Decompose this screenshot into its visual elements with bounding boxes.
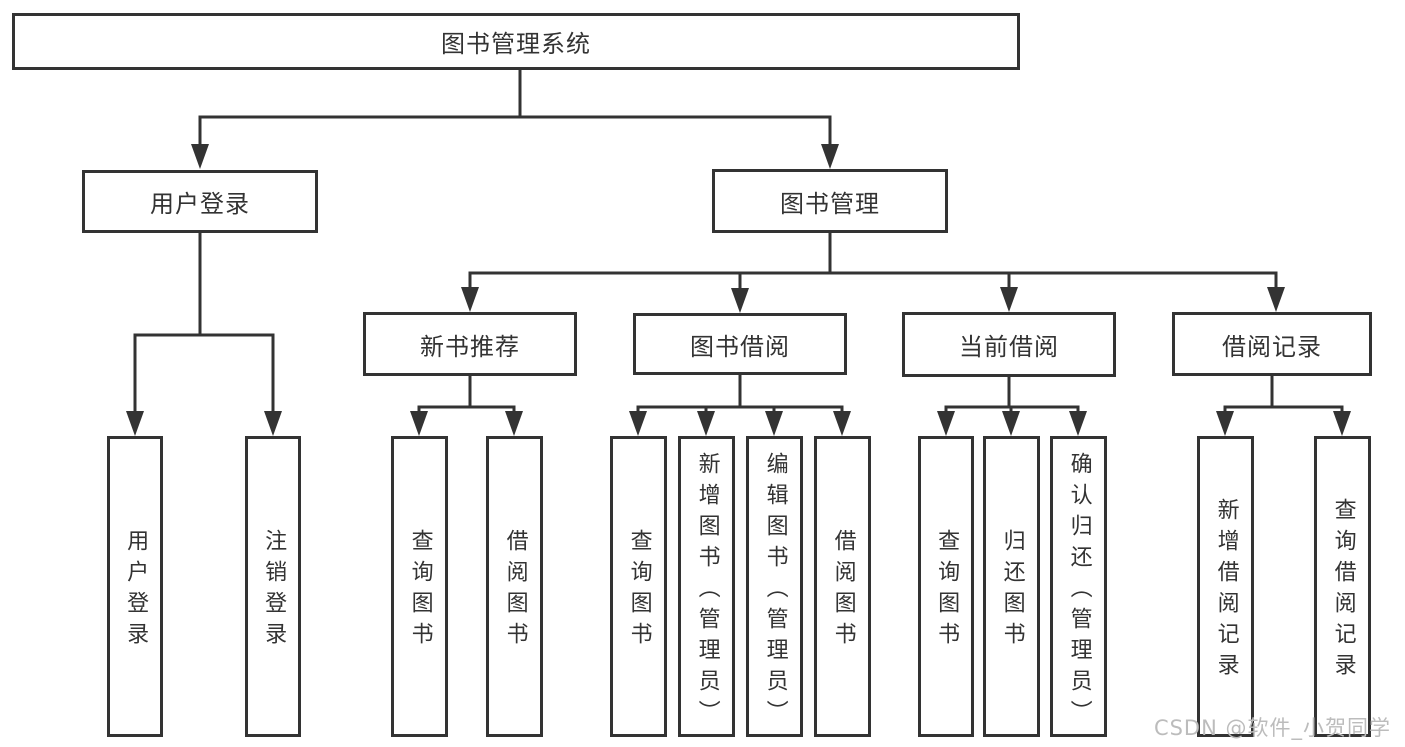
node-label: 查询图书 xyxy=(934,529,960,653)
node-library-management-system: 图书管理系统 xyxy=(12,13,1020,70)
node-current-borrowing: 当前借阅 xyxy=(902,312,1116,377)
node-borrowing-records: 借阅记录 xyxy=(1172,312,1372,376)
node-label: 图书管理系统 xyxy=(441,30,591,58)
leaf-newbook-query-books: 查询图书 xyxy=(391,436,448,737)
leaf-current-query-books: 查询图书 xyxy=(918,436,974,737)
leaf-user-login: 用户登录 xyxy=(107,436,163,737)
node-label: 借阅图书 xyxy=(830,529,856,653)
node-label: 查询借阅记录 xyxy=(1330,498,1356,684)
leaf-records-query-record: 查询借阅记录 xyxy=(1314,436,1371,737)
node-label: 归还图书 xyxy=(999,529,1025,653)
leaf-current-confirm-return-admin: 确认归还（管理员） xyxy=(1050,436,1107,737)
leaf-borrow-borrow-books: 借阅图书 xyxy=(814,436,871,737)
node-label: 新增图书（管理员） xyxy=(694,451,720,731)
leaf-logout-login: 注销登录 xyxy=(245,436,301,737)
csdn-watermark: CSDN @软件_小贺同学 xyxy=(1153,716,1391,740)
node-label: 查询图书 xyxy=(626,529,652,653)
node-label: 新增借阅记录 xyxy=(1213,498,1239,684)
node-label: 确认归还（管理员） xyxy=(1066,451,1092,731)
node-user-login: 用户登录 xyxy=(82,170,318,233)
node-label: 用户登录 xyxy=(150,190,250,218)
node-label: 注销登录 xyxy=(261,529,287,653)
leaf-borrow-add-books-admin: 新增图书（管理员） xyxy=(678,436,735,737)
node-label: 图书管理 xyxy=(780,189,880,218)
node-label: 用户登录 xyxy=(123,529,149,653)
node-label: 图书借阅 xyxy=(690,332,790,361)
node-label: 新书推荐 xyxy=(420,332,520,361)
node-new-book-recommend: 新书推荐 xyxy=(363,312,577,376)
node-label: 借阅图书 xyxy=(502,529,528,653)
leaf-newbook-borrow-books: 借阅图书 xyxy=(486,436,543,737)
leaf-records-add-record: 新增借阅记录 xyxy=(1197,436,1254,737)
node-label: 当前借阅 xyxy=(959,333,1059,361)
node-label: 编辑图书（管理员） xyxy=(762,451,788,731)
leaf-borrow-edit-books-admin: 编辑图书（管理员） xyxy=(746,436,803,737)
leaf-current-return-books: 归还图书 xyxy=(983,436,1040,737)
node-book-borrowing: 图书借阅 xyxy=(633,313,847,375)
node-label: 借阅记录 xyxy=(1222,332,1322,361)
leaf-borrow-query-books: 查询图书 xyxy=(610,436,667,737)
node-book-management: 图书管理 xyxy=(712,169,948,233)
node-label: 查询图书 xyxy=(407,529,433,653)
